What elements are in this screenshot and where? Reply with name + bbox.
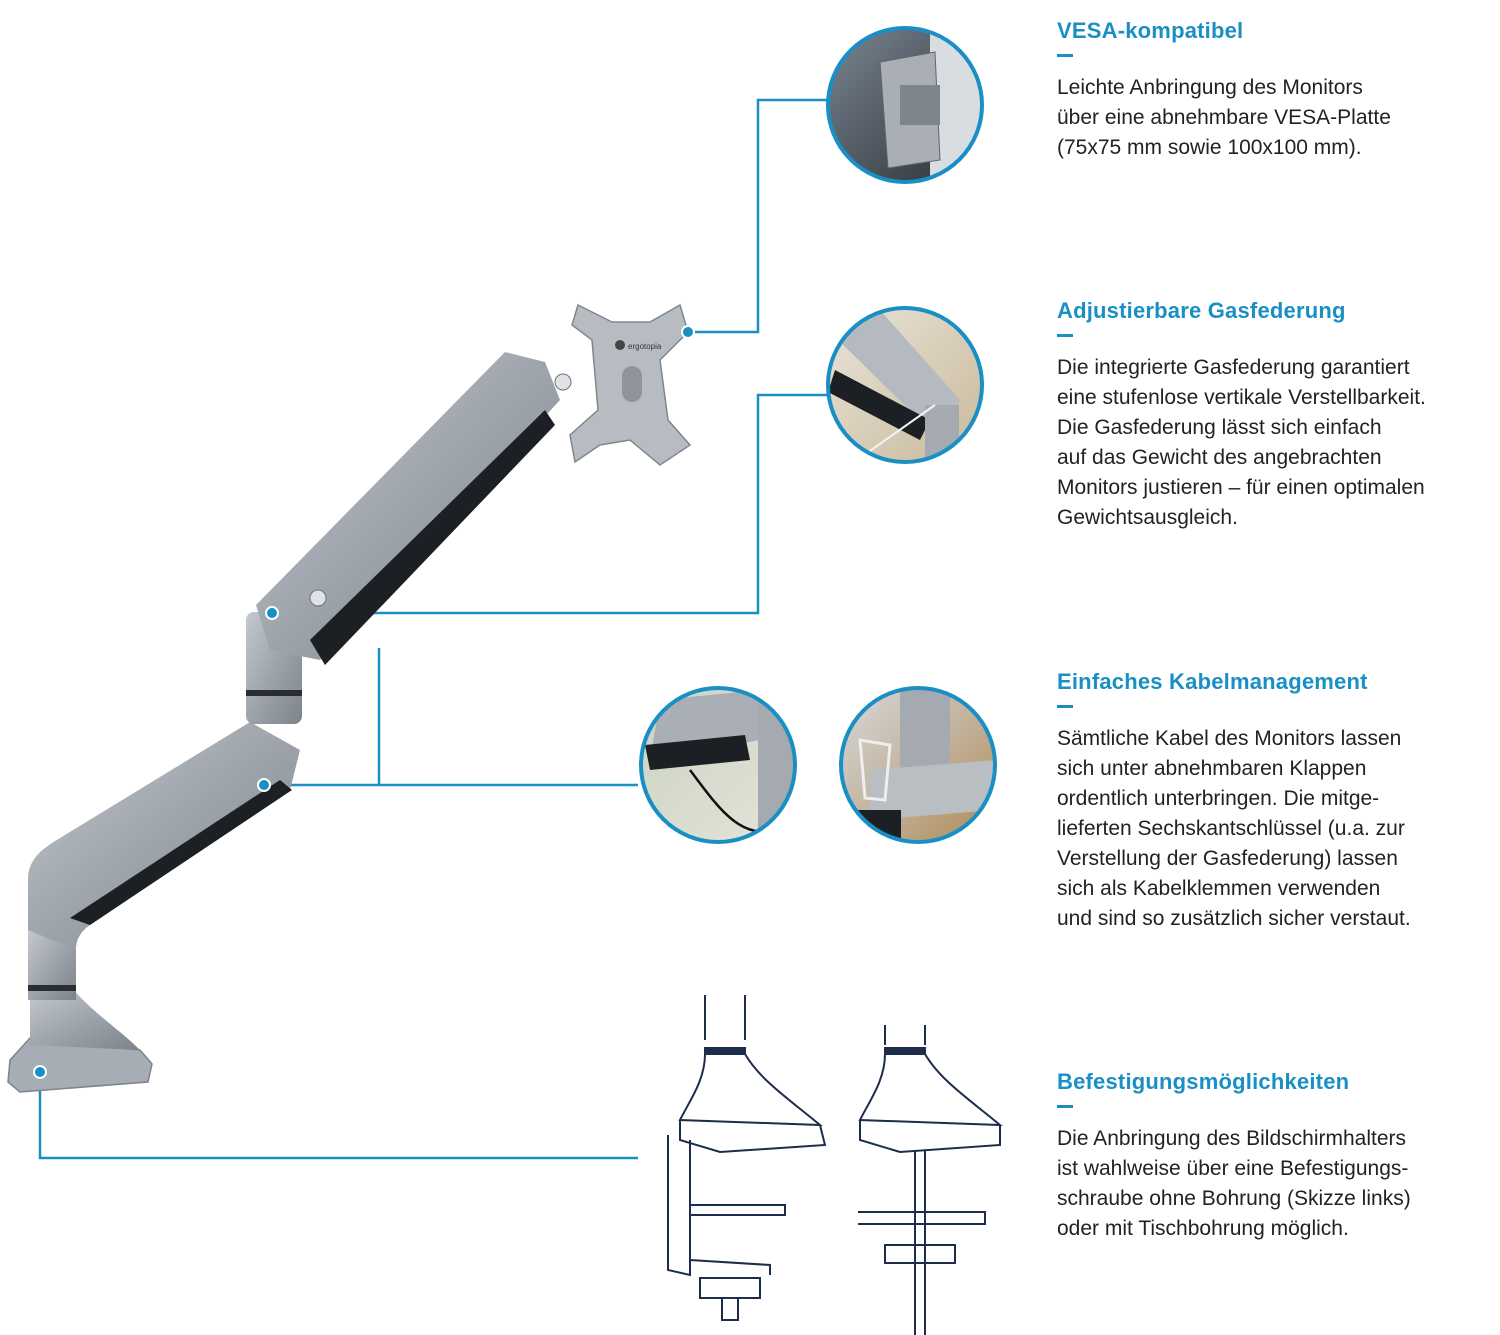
- title-dash: [1057, 1105, 1073, 1108]
- feature-title: Adjustierbare Gasfederung: [1057, 298, 1346, 323]
- feature-mounting-options: Befestigungsmöglichkeiten Die Anbringung…: [1057, 1067, 1497, 1244]
- feature-text: Leichte Anbringung des Monitors über ein…: [1057, 76, 1391, 159]
- logo-text: ergotopia: [628, 342, 662, 351]
- feature-title: Einfaches Kabelmanagement: [1057, 669, 1368, 694]
- title-dash: [1057, 705, 1073, 708]
- feature-title: VESA-kompatibel: [1057, 18, 1244, 43]
- feature-text: Die integrierte Gasfederung garantiert e…: [1057, 356, 1426, 529]
- sketch-desk-hole-mount: [858, 1025, 1003, 1335]
- title-dash: [1057, 54, 1073, 57]
- feature-text: Sämtliche Kabel des Monitors lassen sich…: [1057, 727, 1411, 930]
- feature-title: Befestigungsmöglichkeiten: [1057, 1069, 1350, 1094]
- photo-cable-detail-2: [839, 686, 997, 844]
- photo-gas-spring-detail: [826, 306, 984, 464]
- connector-lines: [38, 98, 828, 1160]
- feature-cable-management: Einfaches Kabelmanagement Sämtliche Kabe…: [1057, 667, 1497, 934]
- monitor-arm: [7, 303, 692, 1093]
- sketch-clamp-mount: [667, 995, 827, 1321]
- photo-vesa-detail: [826, 26, 984, 184]
- feature-text: Die Anbringung des Bildschirmhalters ist…: [1057, 1127, 1411, 1240]
- photo-cable-detail-1: [639, 686, 797, 844]
- feature-vesa: VESA-kompatibel Leichte Anbringung des M…: [1057, 16, 1497, 163]
- title-dash: [1057, 334, 1073, 337]
- anchor-dots: [33, 325, 695, 1079]
- feature-gas-spring: Adjustierbare Gasfederung Die integriert…: [1057, 296, 1497, 533]
